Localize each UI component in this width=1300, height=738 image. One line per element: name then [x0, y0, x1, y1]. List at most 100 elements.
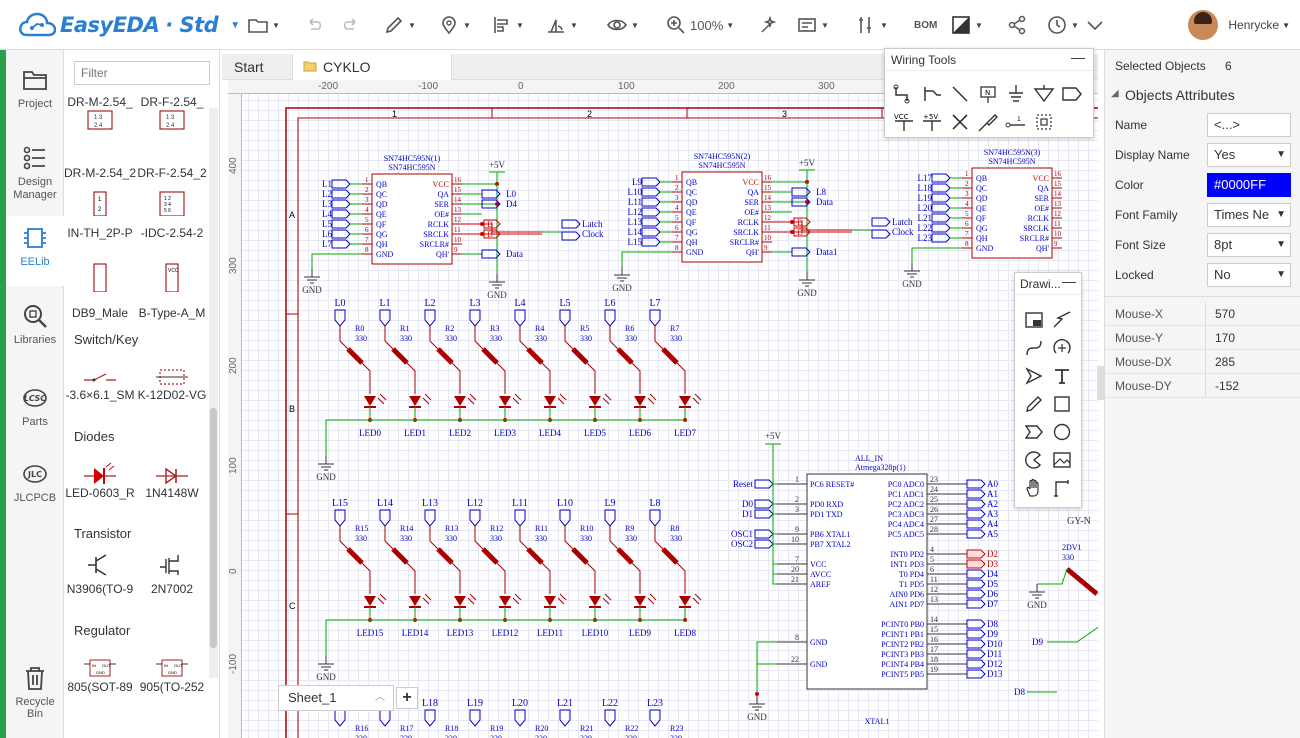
wire-icon[interactable] [893, 83, 915, 105]
nav-eelib[interactable]: EELib [6, 216, 64, 286]
objects-attributes-header[interactable]: ◢ Objects Attributes [1105, 82, 1300, 108]
image-icon[interactable] [1051, 449, 1073, 471]
font-size-select[interactable]: 8pt▼ [1207, 233, 1291, 257]
library-scrollbar[interactable] [209, 108, 218, 678]
category-header[interactable]: Diodes [74, 429, 115, 444]
arc-icon[interactable] [1051, 337, 1073, 359]
zoom-menu-button[interactable]: 100%▼ [665, 13, 734, 37]
sheet-tab[interactable]: Sheet_1︿ [278, 685, 394, 711]
plus5v-flag-icon[interactable]: +5V [921, 111, 943, 133]
net-label-icon[interactable]: N [977, 83, 999, 105]
align-menu-button[interactable]: ▼ [491, 13, 524, 37]
ellipse-icon[interactable] [1051, 421, 1073, 443]
pin-icon[interactable]: 1 [1005, 111, 1027, 133]
font-family-select[interactable]: Times Ne▼ [1207, 203, 1291, 227]
draw-menu-button[interactable]: ▼ [383, 13, 416, 37]
no-connect-icon[interactable] [949, 111, 971, 133]
lib-part[interactable]: K-12D02-VG [136, 352, 208, 404]
share-button[interactable] [1006, 13, 1028, 37]
netport-icon[interactable] [1061, 83, 1083, 105]
freehand-icon[interactable] [1023, 393, 1045, 415]
undo-button[interactable] [303, 13, 325, 37]
vcc-flag-icon[interactable]: VCC [893, 111, 915, 133]
nav-recycle-bin[interactable]: Recycle Bin [6, 664, 64, 720]
pnp-transistor-icon [88, 554, 107, 576]
image-frame-icon[interactable] [1023, 309, 1045, 331]
bezier-icon[interactable] [1023, 337, 1045, 359]
minimize-button[interactable]: — [1062, 273, 1076, 289]
name-input[interactable]: <...> [1207, 113, 1291, 137]
led-arrays[interactable]: L0R0330LED0L1R1330LED1L2R2330LED2L3R3330… [316, 298, 702, 738]
expand-toolbar-button[interactable] [1084, 13, 1106, 37]
tab-cyklo[interactable]: CYKLO [292, 54, 452, 80]
contrast-icon [952, 16, 970, 34]
nav-jlcpcb[interactable]: JLC JLCPCB [6, 460, 64, 504]
dimension-icon[interactable] [1051, 477, 1073, 499]
app-logo[interactable]: EasyEDA · Std ▼ [18, 10, 240, 40]
pie-icon[interactable] [1023, 449, 1045, 471]
polyline-icon[interactable] [1051, 309, 1073, 331]
nav-project[interactable]: Project [6, 66, 64, 110]
tools-menu-button[interactable]: ▼ [855, 13, 888, 37]
history-button[interactable]: ▼ [1046, 13, 1079, 37]
redo-button[interactable] [340, 13, 362, 37]
lib-part[interactable]: DB9_Male [64, 260, 136, 322]
bus-entry-icon[interactable] [949, 83, 971, 105]
nav-design-manager[interactable]: Design Manager [6, 144, 64, 202]
locked-select[interactable]: No▼ [1207, 263, 1291, 287]
theme-button[interactable]: ▼ [950, 13, 983, 37]
category-header[interactable]: Regulator [74, 623, 131, 638]
miscellaneous-button[interactable]: ▼ [796, 13, 829, 37]
user-menu[interactable]: Henrycke ▼ [1188, 10, 1290, 40]
pan-hand-icon[interactable] [1023, 477, 1045, 499]
place-menu-button[interactable]: ▼ [438, 13, 471, 37]
view-menu-button[interactable]: ▼ [606, 13, 639, 37]
lib-part[interactable]: -3.6×6.1_SM [64, 352, 136, 404]
lib-part[interactable]: 1N4148W [136, 450, 208, 502]
lib-part[interactable]: N3906(TO-9 [64, 546, 136, 598]
resistor-value: 330 [490, 734, 502, 738]
category-header[interactable]: Transistor [74, 526, 132, 541]
chevron-up-icon[interactable]: ︿ [375, 692, 385, 703]
arrow-head-icon[interactable] [1023, 365, 1045, 387]
chevron-down-icon[interactable]: ▼ [230, 19, 241, 31]
filter-input[interactable] [74, 61, 210, 85]
category-header[interactable]: Switch/Key [74, 332, 139, 347]
net-flag-triangle-icon[interactable] [1033, 83, 1055, 105]
polygon-icon[interactable] [1023, 421, 1045, 443]
rectangle-icon[interactable] [1051, 393, 1073, 415]
lib-part[interactable]: DR-M-2.54_2 [64, 166, 136, 180]
lib-part[interactable]: 2N7002 [136, 546, 208, 598]
bus-icon[interactable] [921, 83, 943, 105]
rotate-menu-button[interactable]: ▼ [545, 13, 578, 37]
minimize-button[interactable]: — [1071, 49, 1085, 65]
bom-button[interactable]: BOM [911, 13, 937, 37]
add-sheet-button[interactable]: + [396, 687, 418, 709]
file-menu-button[interactable]: ▼ [247, 13, 280, 37]
lib-part[interactable]: DR-F-2.54_2 [137, 166, 207, 180]
nav-parts[interactable]: LCSC Parts [6, 384, 64, 428]
lib-part[interactable]: LED-0603_R [64, 450, 136, 502]
scrollbar-thumb[interactable] [210, 408, 217, 648]
net-flag-gnd-icon[interactable] [1005, 83, 1027, 105]
drawing-tools-panel: Drawi... — [1014, 272, 1082, 508]
color-input[interactable]: #0000FF [1207, 173, 1291, 197]
group-icon[interactable] [1033, 111, 1055, 133]
text-icon[interactable] [1051, 365, 1073, 387]
tab-start[interactable]: Start [234, 59, 264, 75]
design-tools-button[interactable] [758, 13, 780, 37]
nav-libraries[interactable]: Libraries [6, 302, 64, 346]
panel-collapse-handle[interactable] [1097, 366, 1104, 400]
display-name-select[interactable]: Yes▼ [1207, 143, 1291, 167]
probe-icon[interactable] [977, 111, 999, 133]
